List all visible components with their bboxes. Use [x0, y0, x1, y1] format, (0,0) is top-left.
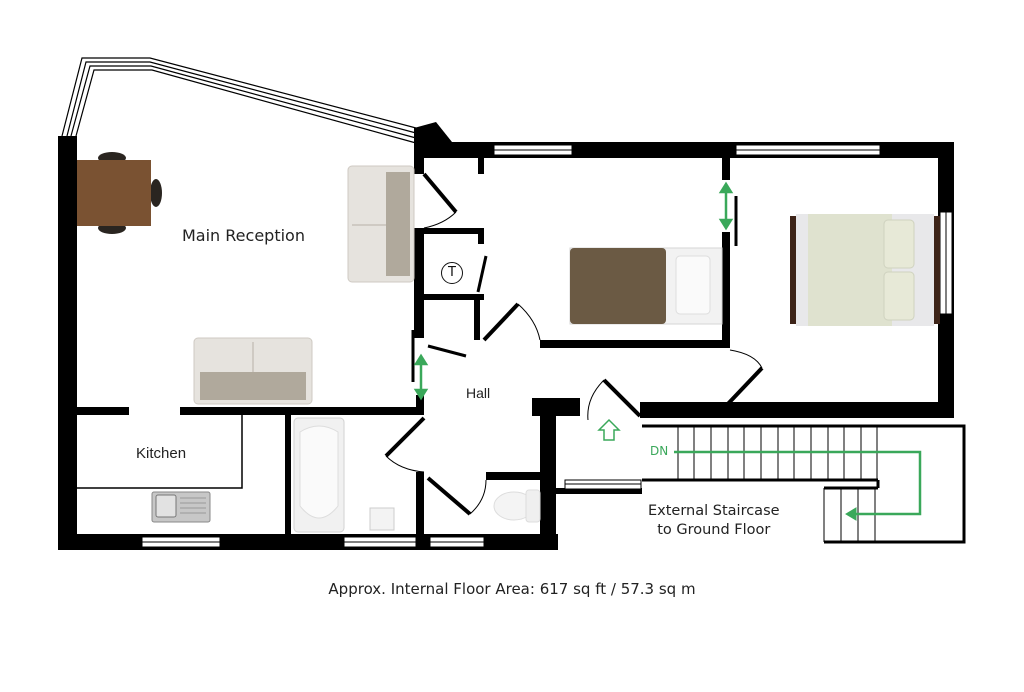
room-label-hall: Hall [466, 385, 491, 401]
staircase-label-line1: External Staircase [648, 503, 780, 519]
tank-symbol-icon: T [441, 262, 463, 284]
single-bed [569, 247, 723, 325]
walls [58, 122, 954, 550]
floor-area-caption: Approx. Internal Floor Area: 617 sq ft /… [328, 580, 696, 598]
sofa-bottom [193, 337, 313, 405]
double-bed [790, 214, 940, 326]
sofa-right [347, 165, 415, 283]
bay-window [61, 57, 417, 144]
toilet [493, 489, 541, 523]
bathtub [293, 417, 345, 533]
staircase-label: External Staircase to Ground Floor [648, 502, 780, 540]
doors [77, 172, 764, 516]
kitchen-sink [151, 491, 211, 523]
entrance-arrow-icon [597, 418, 621, 441]
bath-sink [369, 507, 395, 531]
stairs-down-label: DN [650, 444, 669, 458]
staircase [642, 424, 966, 544]
room-label-main-reception: Main Reception [182, 226, 305, 245]
sliding-door-arrows [413, 181, 734, 401]
dining-table [77, 152, 162, 234]
windows [141, 144, 953, 548]
staircase-label-line2: to Ground Floor [657, 522, 771, 538]
room-label-kitchen: Kitchen [136, 445, 187, 462]
